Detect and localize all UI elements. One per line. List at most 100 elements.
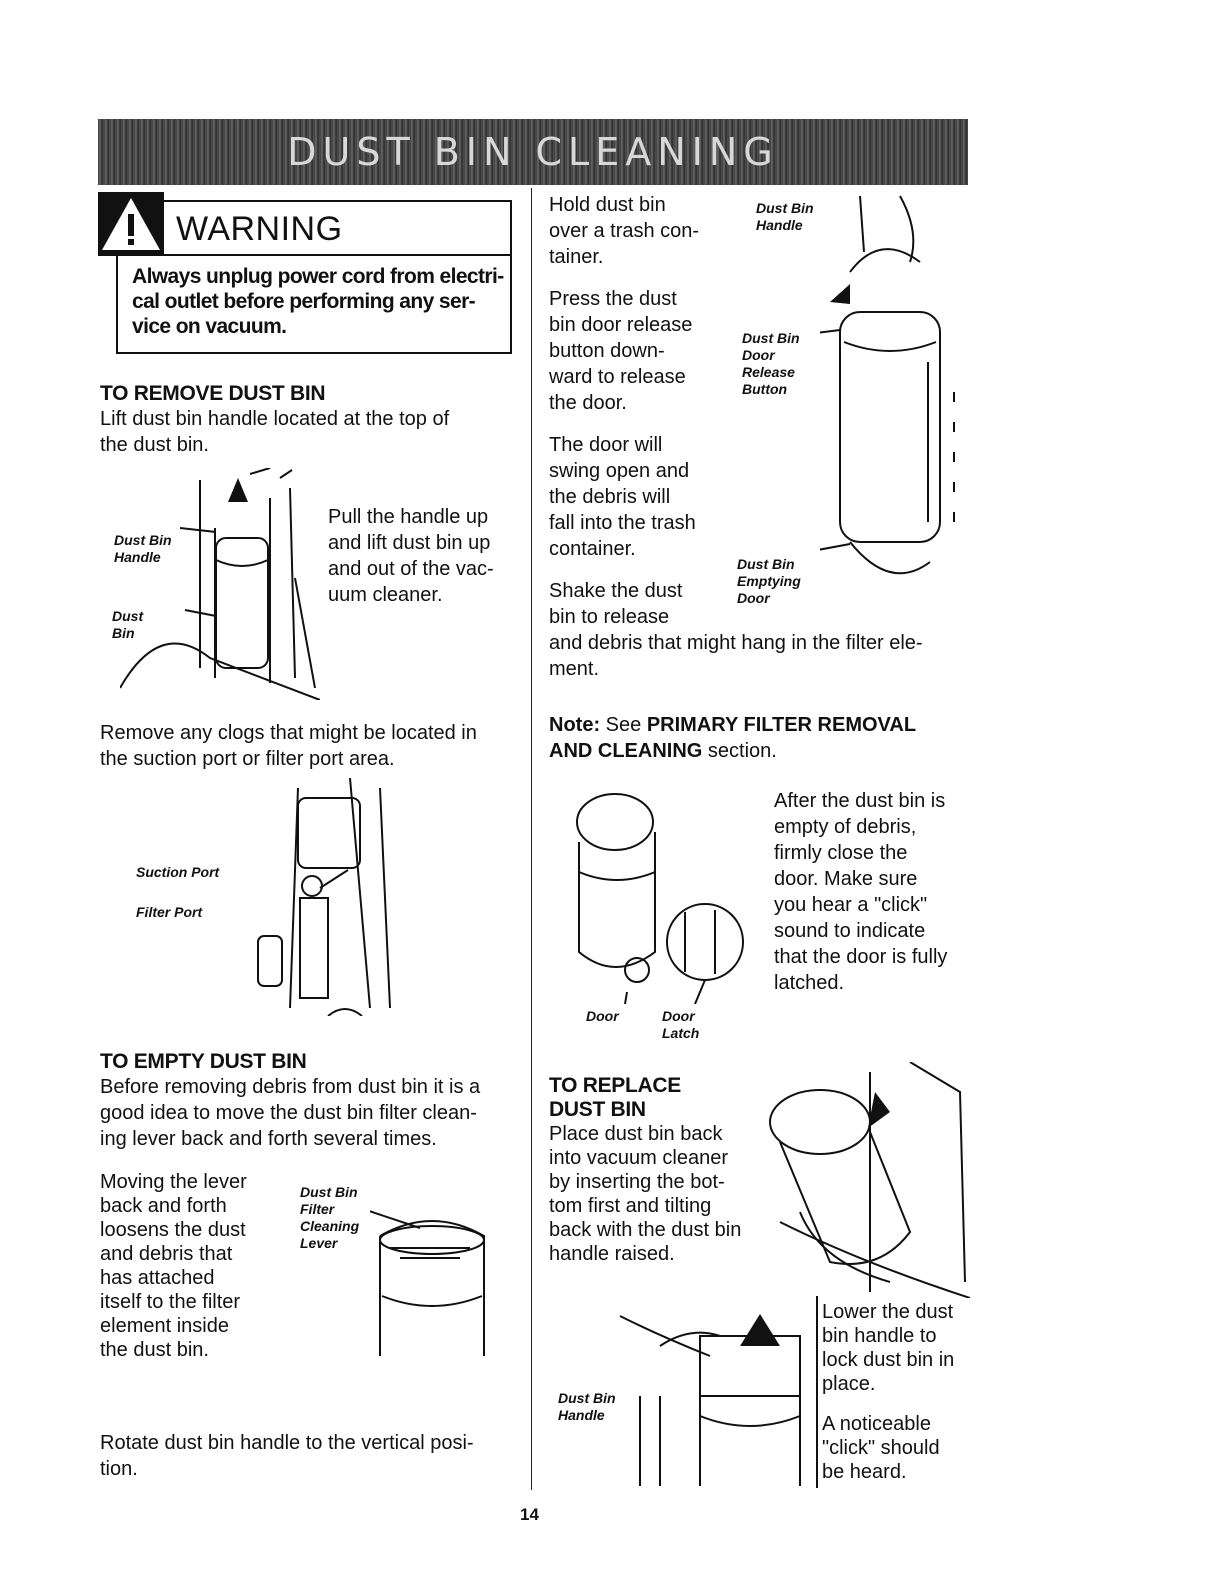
label-handle-replace: Dust Bin Handle bbox=[558, 1390, 616, 1424]
text-line: bin to release bbox=[549, 606, 670, 628]
label-line: Cleaning bbox=[300, 1218, 360, 1234]
replace-heading: TO REPLACE DUST BIN bbox=[549, 1074, 681, 1122]
note-ref-2: AND CLEANING bbox=[549, 740, 703, 762]
text-line: uum cleaner. bbox=[328, 584, 443, 606]
label-line: Dust Bin bbox=[558, 1390, 616, 1406]
label-line: Dust bbox=[112, 608, 144, 624]
text-line: good idea to move the dust bin filter cl… bbox=[100, 1102, 477, 1124]
label-line: Dust Bin bbox=[756, 200, 814, 216]
page-number: 14 bbox=[520, 1505, 539, 1524]
text-line: and debris that bbox=[100, 1243, 233, 1265]
label-dust-bin: Dust Bin bbox=[112, 608, 143, 642]
text-line: swing open and bbox=[549, 460, 690, 482]
label-line: Door bbox=[742, 347, 775, 363]
label-handle-right: Dust Bin Handle bbox=[756, 200, 814, 234]
label-suction-port: Suction Port bbox=[136, 864, 220, 880]
label-line: Door bbox=[737, 590, 770, 606]
text-line: Pull the handle up bbox=[328, 506, 489, 528]
warning-triangle-icon bbox=[98, 192, 164, 254]
note-text: Note: See PRIMARY FILTER REMOVAL AND CLE… bbox=[549, 712, 916, 764]
text-line: the debris will bbox=[549, 486, 671, 508]
text-line: and out of the vac- bbox=[328, 558, 494, 580]
label-door: Door bbox=[586, 1008, 619, 1024]
callout-bar bbox=[816, 1296, 818, 1488]
label-door-latch: Door Latch bbox=[662, 1008, 699, 1042]
text-line: element inside bbox=[100, 1315, 229, 1337]
text-line: tion. bbox=[100, 1458, 138, 1480]
label-line: Handle bbox=[756, 217, 803, 233]
text-line: "click" should bbox=[822, 1437, 940, 1459]
label-line: Handle bbox=[114, 549, 161, 565]
label-line: Filter bbox=[300, 1201, 335, 1217]
text-line: has attached bbox=[100, 1267, 215, 1289]
text-line: empty of debris, bbox=[774, 816, 917, 838]
text-line: Rotate dust bin handle to the vertical p… bbox=[100, 1432, 474, 1454]
text-line: door. Make sure bbox=[774, 868, 918, 890]
label-line: Button bbox=[742, 381, 788, 397]
text-line: tainer. bbox=[549, 246, 604, 268]
text-line: and debris that might hang in the filter… bbox=[549, 632, 923, 654]
column-divider bbox=[531, 188, 532, 1490]
warning-text: Always unplug power cord from electri-ca… bbox=[132, 265, 504, 338]
text-line: A noticeable bbox=[822, 1413, 931, 1435]
text-line: Press the dust bbox=[549, 288, 677, 310]
note-label: Note: bbox=[549, 714, 601, 736]
text-line: the door. bbox=[549, 392, 627, 414]
swing-text: The door will swing open and the debris … bbox=[549, 432, 696, 562]
label-line: Latch bbox=[662, 1025, 700, 1041]
clogs-text: Remove any clogs that might be located i… bbox=[100, 720, 477, 772]
text-line: over a trash con- bbox=[549, 220, 700, 242]
text-line: The door will bbox=[549, 434, 663, 456]
emptying-bin-illustration bbox=[820, 195, 955, 575]
text-line: button down- bbox=[549, 340, 665, 362]
text-line: Moving the lever bbox=[100, 1171, 247, 1193]
label-line: Lever bbox=[300, 1235, 338, 1251]
text-line: ward to release bbox=[549, 366, 686, 388]
text-line: Remove any clogs that might be located i… bbox=[100, 722, 477, 744]
text-line: lock dust bin in bbox=[822, 1349, 955, 1371]
text-line: latched. bbox=[774, 972, 845, 994]
note-suffix: section. bbox=[702, 740, 777, 762]
shake-continued-text: and debris that might hang in the filter… bbox=[549, 630, 923, 682]
heading-line: TO REPLACE bbox=[549, 1074, 681, 1097]
replace-bin-illustration bbox=[769, 1062, 970, 1298]
text-line: loosens the dust bbox=[100, 1219, 246, 1241]
text-line: the suction port or filter port area. bbox=[100, 748, 395, 770]
close-door-illustration bbox=[576, 793, 744, 1004]
warning-title: WARNING bbox=[176, 210, 343, 248]
label-filter-cleaning-lever: Dust Bin Filter Cleaning Lever bbox=[300, 1184, 359, 1252]
text-line: After the dust bin is bbox=[774, 790, 946, 812]
pull-handle-text: Pull the handle up and lift dust bin up … bbox=[328, 504, 494, 608]
text-line: that the door is fully bbox=[774, 946, 948, 968]
text-line: back and forth bbox=[100, 1195, 227, 1217]
text-line: and lift dust bin up bbox=[328, 532, 491, 554]
label-line: Handle bbox=[558, 1407, 605, 1423]
text-line: container. bbox=[549, 538, 636, 560]
ports-illustration bbox=[257, 778, 391, 1016]
lever-text: Moving the lever back and forth loosens … bbox=[100, 1170, 247, 1362]
text-line: place. bbox=[822, 1373, 876, 1395]
label-line: Dust Bin bbox=[300, 1184, 358, 1200]
empty-heading: TO EMPTY DUST BIN bbox=[100, 1050, 307, 1073]
text-line: Hold dust bin bbox=[549, 194, 666, 216]
label-dust-bin-handle: Dust Bin Handle bbox=[114, 532, 172, 566]
text-line: Lower the dust bbox=[822, 1301, 954, 1323]
press-text: Press the dust bin door release button d… bbox=[549, 286, 692, 416]
shake-text: Shake the dust bin to release bbox=[549, 578, 682, 630]
text-line: the dust bin. bbox=[100, 434, 209, 456]
close-door-text: After the dust bin is empty of debris, f… bbox=[774, 788, 947, 996]
text-line: by inserting the bot- bbox=[549, 1171, 725, 1193]
text-line: sound to indicate bbox=[774, 920, 926, 942]
label-line: Door bbox=[662, 1008, 695, 1024]
hold-text: Hold dust bin over a trash con- tainer. bbox=[549, 192, 699, 270]
text-line: Before removing debris from dust bin it … bbox=[100, 1076, 481, 1098]
text-line: into vacuum cleaner bbox=[549, 1147, 728, 1169]
text-line: Shake the dust bbox=[549, 580, 683, 602]
rotate-text: Rotate dust bin handle to the vertical p… bbox=[100, 1430, 474, 1482]
label-line: Dust Bin bbox=[742, 330, 800, 346]
remove-heading: TO REMOVE DUST BIN bbox=[100, 382, 326, 405]
label-filter-port: Filter Port bbox=[136, 904, 203, 920]
label-emptying-door: Dust Bin Emptying Door bbox=[737, 556, 801, 607]
lever-illustration bbox=[370, 1210, 485, 1356]
text-line: you hear a "click" bbox=[774, 894, 928, 916]
